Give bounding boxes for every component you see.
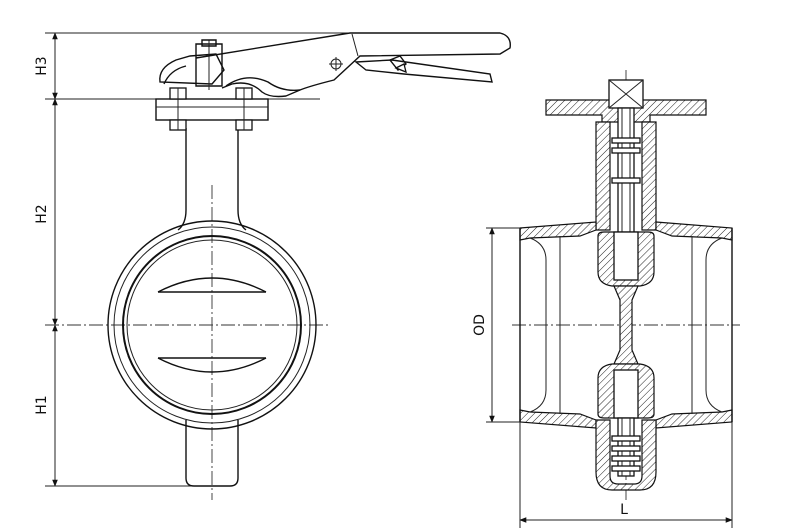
stem-oring-3 [611, 177, 641, 184]
ratchet-arc [163, 65, 187, 85]
neck-right-edge [237, 128, 247, 231]
disc-upper-stem-bore [613, 231, 639, 281]
section-neck-right-wall [641, 121, 657, 231]
section-right-groove [705, 237, 723, 413]
handle-lever [195, 32, 511, 98]
stem-oring-1 [611, 137, 641, 144]
stem-head-cross-b [608, 79, 644, 109]
pivot-crosshair-icon [329, 57, 343, 71]
handle-link [225, 77, 301, 92]
top-flange-plate [155, 98, 269, 121]
bottom-lug [185, 420, 239, 487]
section-body-lower-left [519, 409, 597, 429]
h3-label: H3 [34, 56, 50, 75]
h1-label: H1 [34, 395, 50, 414]
ratchet-plate [159, 53, 225, 85]
stem-lower-oring-4 [611, 465, 641, 472]
handle-grip-division [351, 33, 359, 57]
trigger-pin [394, 63, 407, 74]
stem-lower-oring-3 [611, 455, 641, 462]
right-flange-bolt [235, 87, 253, 131]
stem-nut [201, 39, 217, 47]
h2-label: H2 [34, 204, 50, 223]
disc-upper-boss-arc [157, 277, 267, 293]
seat-ring [126, 239, 298, 411]
disc-lower-boss-arc [157, 357, 267, 373]
l-label: L [620, 502, 628, 518]
stem-lower-oring-1 [611, 435, 641, 442]
body-inner-ring [122, 235, 302, 415]
stem-head [195, 43, 223, 87]
trigger-pivot [388, 55, 407, 71]
section-left-groove [529, 237, 547, 413]
trigger-lever [354, 59, 493, 83]
section-body-lower-right [655, 409, 733, 429]
section-neck-left-wall [595, 121, 611, 231]
neck-left-edge [177, 128, 187, 231]
body-ring-2 [113, 226, 311, 424]
stem-lower-oring-2 [611, 445, 641, 452]
section-body-upper-right [655, 221, 733, 241]
section-view: OD L [472, 70, 740, 528]
front-view: H3 H2 H1 [34, 32, 511, 500]
stem-oring-2 [611, 147, 641, 154]
section-lower-neck [595, 419, 657, 491]
disc-lower-stem-bore [613, 369, 639, 419]
section-body-upper-left [519, 221, 597, 241]
od-label: OD [472, 314, 488, 336]
left-flange-bolt [169, 87, 187, 131]
body-outer-ring [107, 220, 317, 430]
